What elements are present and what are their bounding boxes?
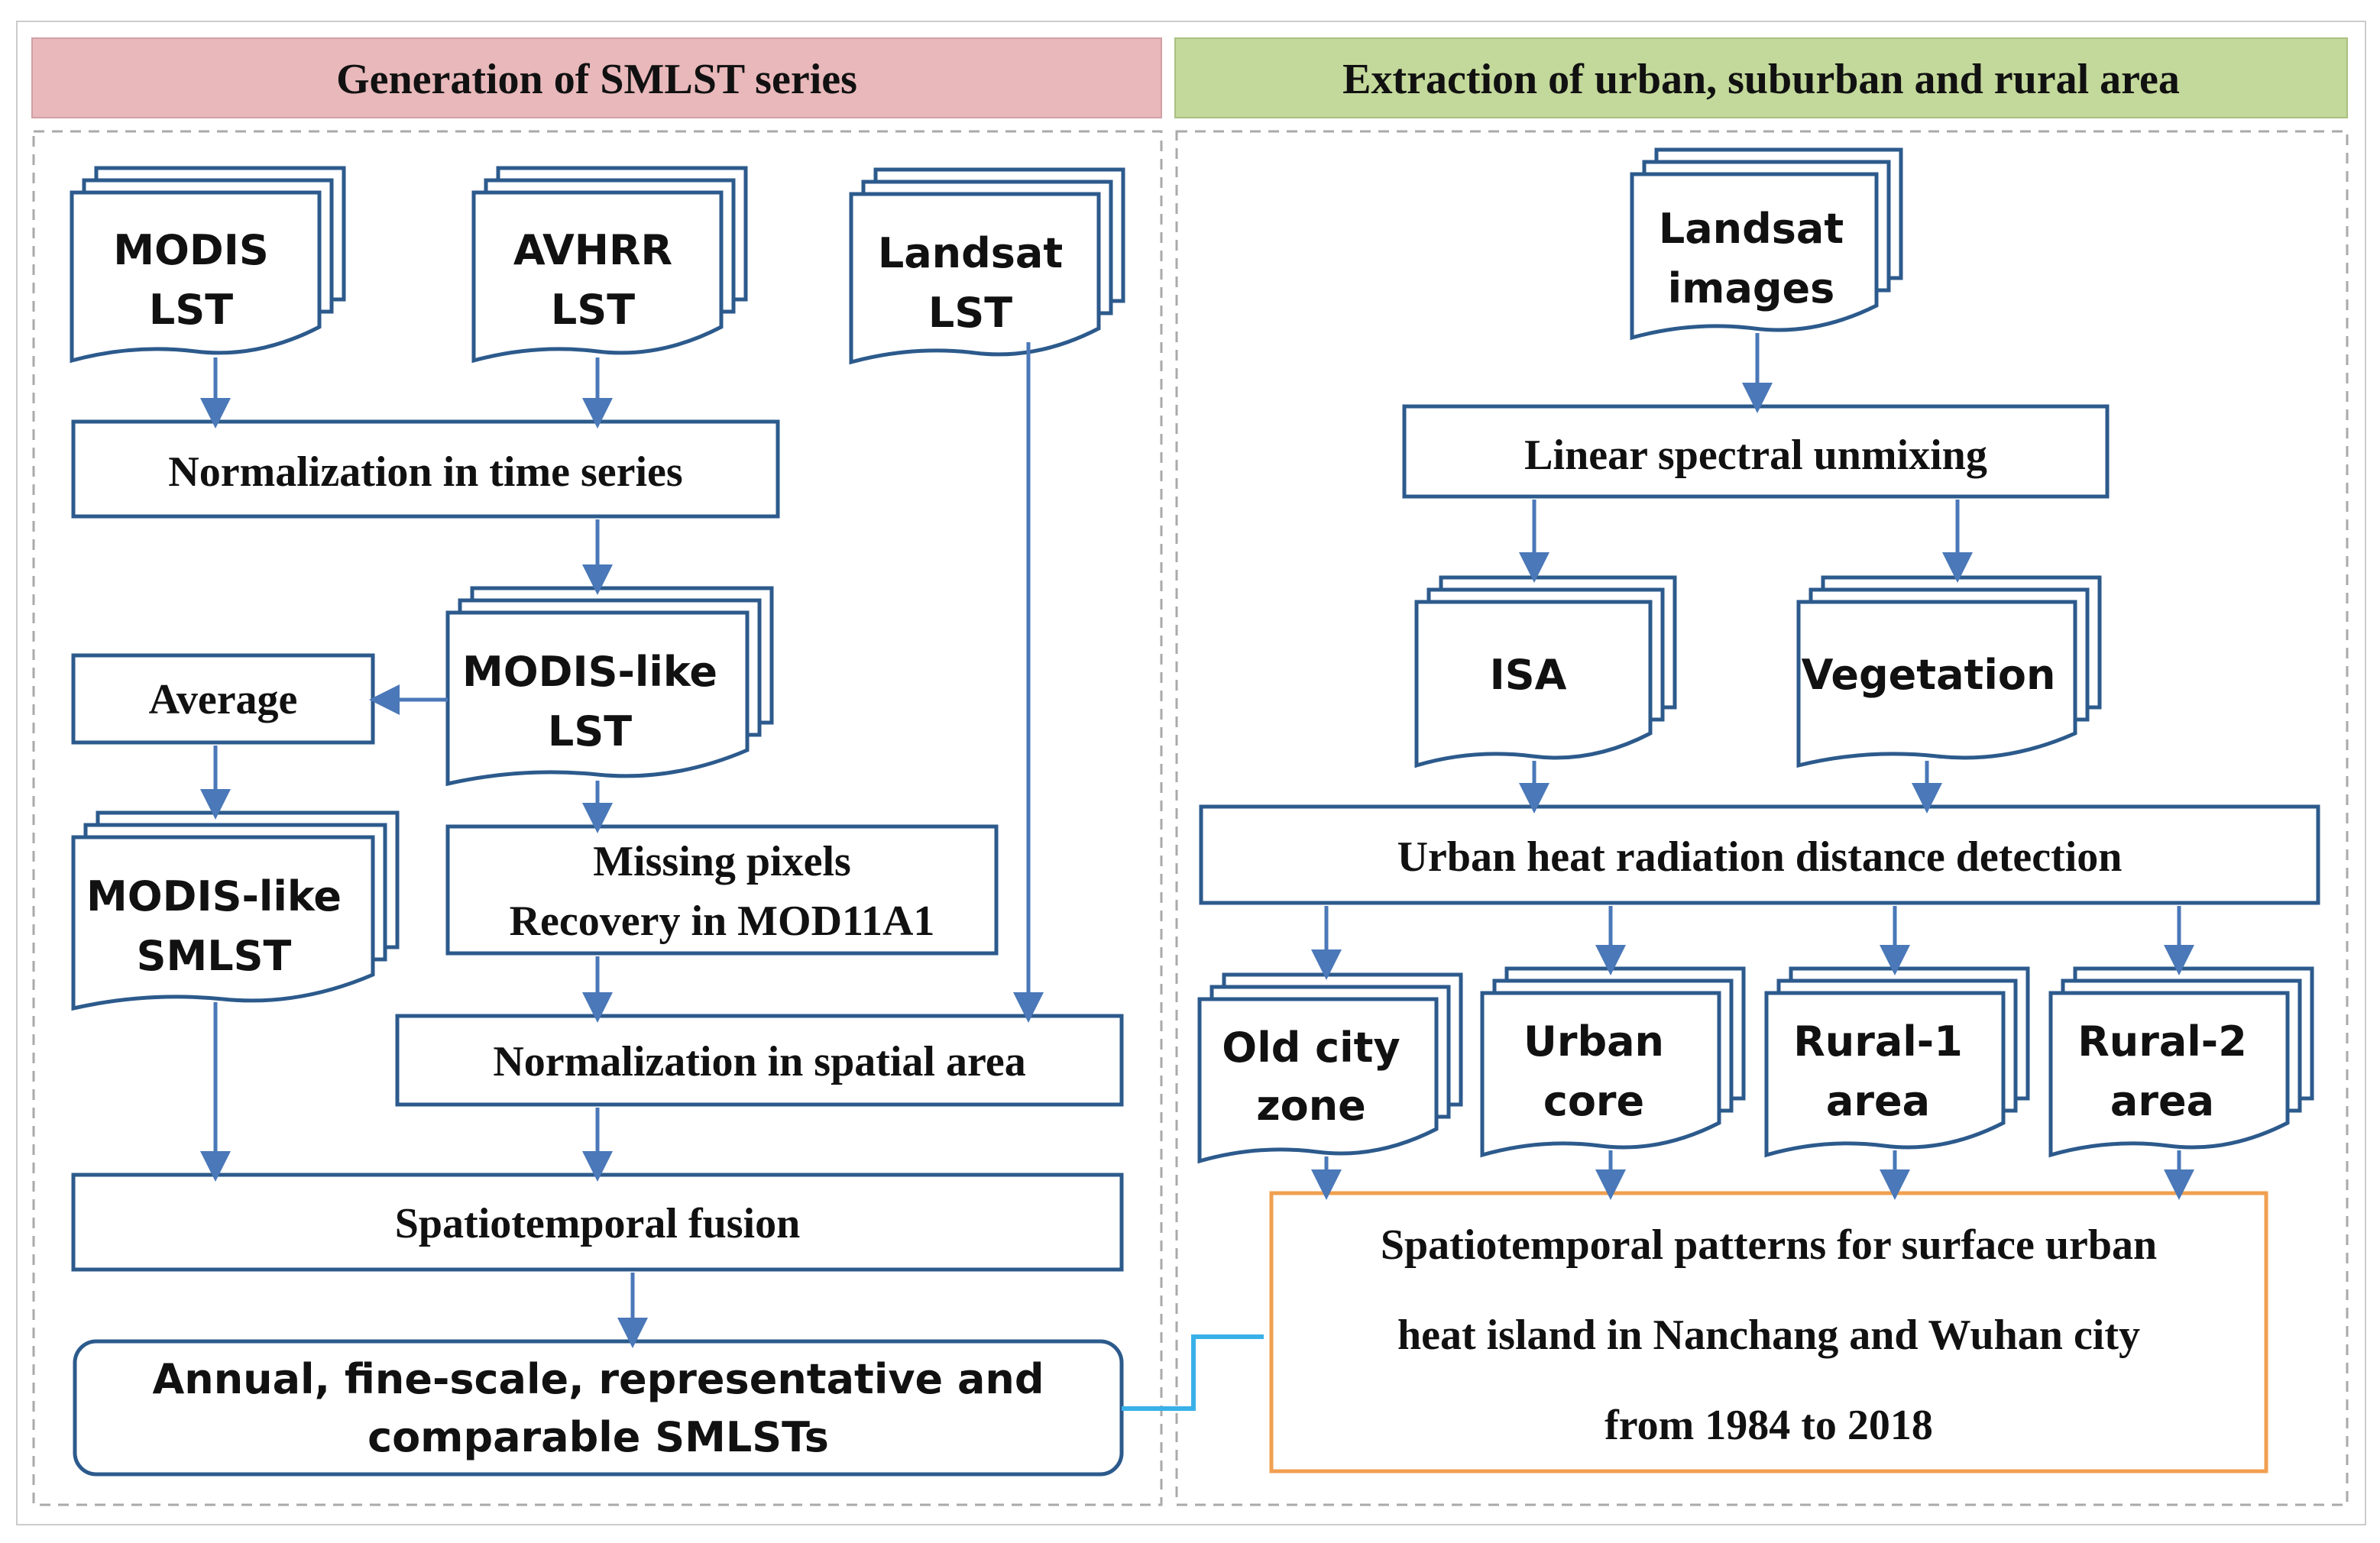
annual-smlsts-label-2: comparable SMLSTs	[368, 1413, 829, 1461]
modis-like-smlst-label-1: MODIS-like	[86, 872, 342, 920]
left-section-border	[32, 130, 1163, 1506]
spatiotemporal-fusion-box	[71, 1173, 1124, 1272]
rural1-area-document: Rural-1 area	[1764, 966, 2030, 1158]
avhrr-lst-label-1: AVHRR	[513, 226, 672, 274]
rural2-label-1: Rural-2	[2077, 1017, 2247, 1066]
spatiotemporal-fusion-label: Spatiotemporal fusion	[395, 1200, 801, 1247]
vegetation-document: Vegetation	[1796, 575, 2102, 768]
urban-core-label-2: core	[1543, 1077, 1644, 1125]
modis-lst-label-1: MODIS	[113, 226, 268, 274]
modis-like-smlst-document: MODIS-like SMLST	[71, 810, 400, 1011]
avhrr-lst-document: AVHRR LST	[471, 166, 748, 364]
normalization-time-label: Normalization in time series	[168, 448, 682, 496]
landsat-lst-document: Landsat LST	[849, 167, 1125, 365]
right-header-bar	[1174, 37, 2348, 118]
modis-like-smlst-label-2: SMLST	[137, 932, 292, 980]
vegetation-label: Vegetation	[1802, 651, 2056, 699]
landsat-images-label-2: images	[1668, 264, 1835, 312]
heat-radiation-box	[1199, 804, 2320, 905]
isa-document: ISA	[1414, 575, 1677, 768]
rural1-label-1: Rural-1	[1793, 1017, 1963, 1066]
result-label-2: heat island in Nanchang and Wuhan city	[1397, 1312, 2140, 1359]
landsat-images-document: Landsat images	[1630, 147, 1903, 341]
normalization-spatial-label: Normalization in spatial area	[493, 1038, 1025, 1085]
left-header-bar	[31, 37, 1162, 118]
right-header-title: Extraction of urban, suburban and rural …	[1342, 56, 2180, 103]
heat-radiation-label: Urban heat radiation distance detection	[1397, 833, 2123, 881]
connector-annual-to-result	[1122, 1334, 1264, 1411]
landsat-lst-label-1: Landsat	[878, 229, 1063, 277]
urban-core-document: Urban core	[1480, 966, 1746, 1158]
missing-pixels-label-1: Missing pixels	[593, 838, 851, 885]
average-label: Average	[149, 676, 298, 723]
isa-label: ISA	[1490, 651, 1567, 699]
right-section-border	[1175, 130, 2349, 1506]
rural1-label-2: area	[1826, 1077, 1930, 1125]
rural2-area-document: Rural-2 area	[2048, 966, 2314, 1158]
annual-smlsts-label-1: Annual, fine-scale, representative and	[152, 1355, 1044, 1403]
landsat-images-label-1: Landsat	[1659, 205, 1844, 253]
result-label-1: Spatiotemporal patterns for surface urba…	[1381, 1221, 2157, 1269]
linear-unmixing-label: Linear spectral unmixing	[1524, 432, 1987, 479]
normalization-time-box	[71, 419, 780, 519]
old-city-label-1: Old city	[1222, 1024, 1400, 1072]
left-header-title: Generation of SMLST series	[336, 56, 857, 103]
old-city-zone-document: Old city zone	[1197, 972, 1463, 1164]
outer-frame	[16, 21, 2366, 1525]
old-city-label-2: zone	[1256, 1082, 1366, 1130]
modis-lst-document: MODIS LST	[70, 166, 346, 364]
missing-pixels-box	[445, 824, 999, 956]
result-label-3: from 1984 to 2018	[1604, 1402, 1933, 1449]
missing-pixels-label-2: Recovery in MOD11A1	[510, 898, 935, 945]
landsat-lst-label-2: LST	[928, 289, 1012, 337]
normalization-spatial-box	[395, 1014, 1124, 1107]
average-box	[71, 653, 375, 745]
modis-lst-label-2: LST	[149, 286, 233, 334]
modis-like-lst-label-2: LST	[548, 707, 632, 755]
rural2-label-2: area	[2110, 1077, 2214, 1125]
result-box	[1269, 1191, 2268, 1473]
modis-like-lst-label-1: MODIS-like	[462, 648, 717, 696]
modis-like-lst-document: MODIS-like LST	[445, 586, 774, 787]
urban-core-label-1: Urban	[1524, 1017, 1664, 1066]
avhrr-lst-label-2: LST	[551, 286, 635, 334]
